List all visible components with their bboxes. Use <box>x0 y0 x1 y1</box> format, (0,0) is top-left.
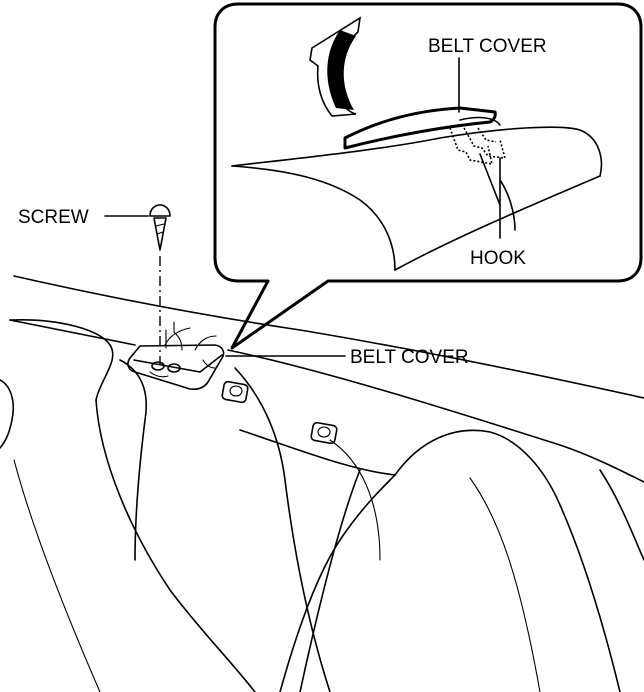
belt-cover-label: BELT COVER <box>350 347 469 368</box>
belt-cover-detail <box>343 106 497 150</box>
headrest-guide-left <box>221 380 249 404</box>
detail-callout <box>213 2 643 350</box>
screw-label: SCREW <box>18 207 89 228</box>
lift-arrow-icon <box>309 16 362 117</box>
belt-cover-installed <box>127 327 225 391</box>
rear-seat-back-outline <box>0 275 644 692</box>
hook-detail <box>449 127 507 166</box>
detail-seat-outline <box>231 116 603 271</box>
headrest-guide-right <box>310 421 338 445</box>
belt-cover-detail-label: BELT COVER <box>428 36 547 57</box>
screw-icon <box>149 204 171 251</box>
seat-belt-webbing <box>165 321 183 351</box>
hook-leader-line-1 <box>479 153 501 206</box>
hook-label: HOOK <box>470 248 526 269</box>
